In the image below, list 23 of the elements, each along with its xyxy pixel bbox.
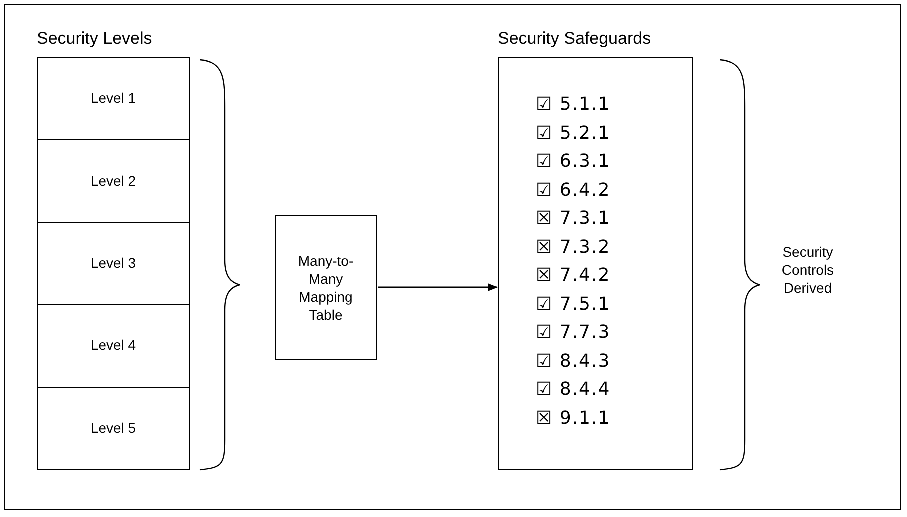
checkbox-item: ☑ 7.7.3 — [536, 321, 612, 345]
checkbox-item: ☑ 8.4.4 — [536, 378, 612, 402]
process-box — [275, 215, 377, 360]
group-heading: Security Levels — [37, 28, 152, 50]
checkbox-item: ☑ 6.4.2 — [536, 178, 612, 202]
side-note: Security Controls Derived — [780, 243, 836, 297]
checkbox-item: ☑ 7.5.1 — [536, 292, 612, 316]
level-label: Level 1 — [90, 89, 136, 108]
arrow — [378, 284, 498, 292]
level-label: Level 4 — [90, 336, 136, 356]
box-label: Many-to- Many Mapping Table — [297, 252, 355, 324]
level-label: Level 2 — [90, 172, 136, 191]
group-heading: Security Safeguards — [498, 28, 652, 50]
level-label: Level 3 — [90, 254, 136, 274]
checkbox-item: ☑ 8.4.3 — [536, 350, 612, 374]
level-label: Level 5 — [90, 418, 136, 438]
checkbox-item: ☑ 5.1.1 — [536, 93, 612, 117]
checkbox-item: ☑ 6.3.1 — [536, 150, 612, 174]
checkbox-item: ☒ 9.1.1 — [536, 406, 612, 430]
checkbox-item: ☒ 7.4.2 — [536, 264, 612, 288]
checkbox-item: ☒ 7.3.2 — [536, 236, 612, 260]
checkbox-item: ☑ 5.2.1 — [536, 122, 612, 146]
checkbox-item: ☒ 7.3.1 — [536, 207, 612, 231]
